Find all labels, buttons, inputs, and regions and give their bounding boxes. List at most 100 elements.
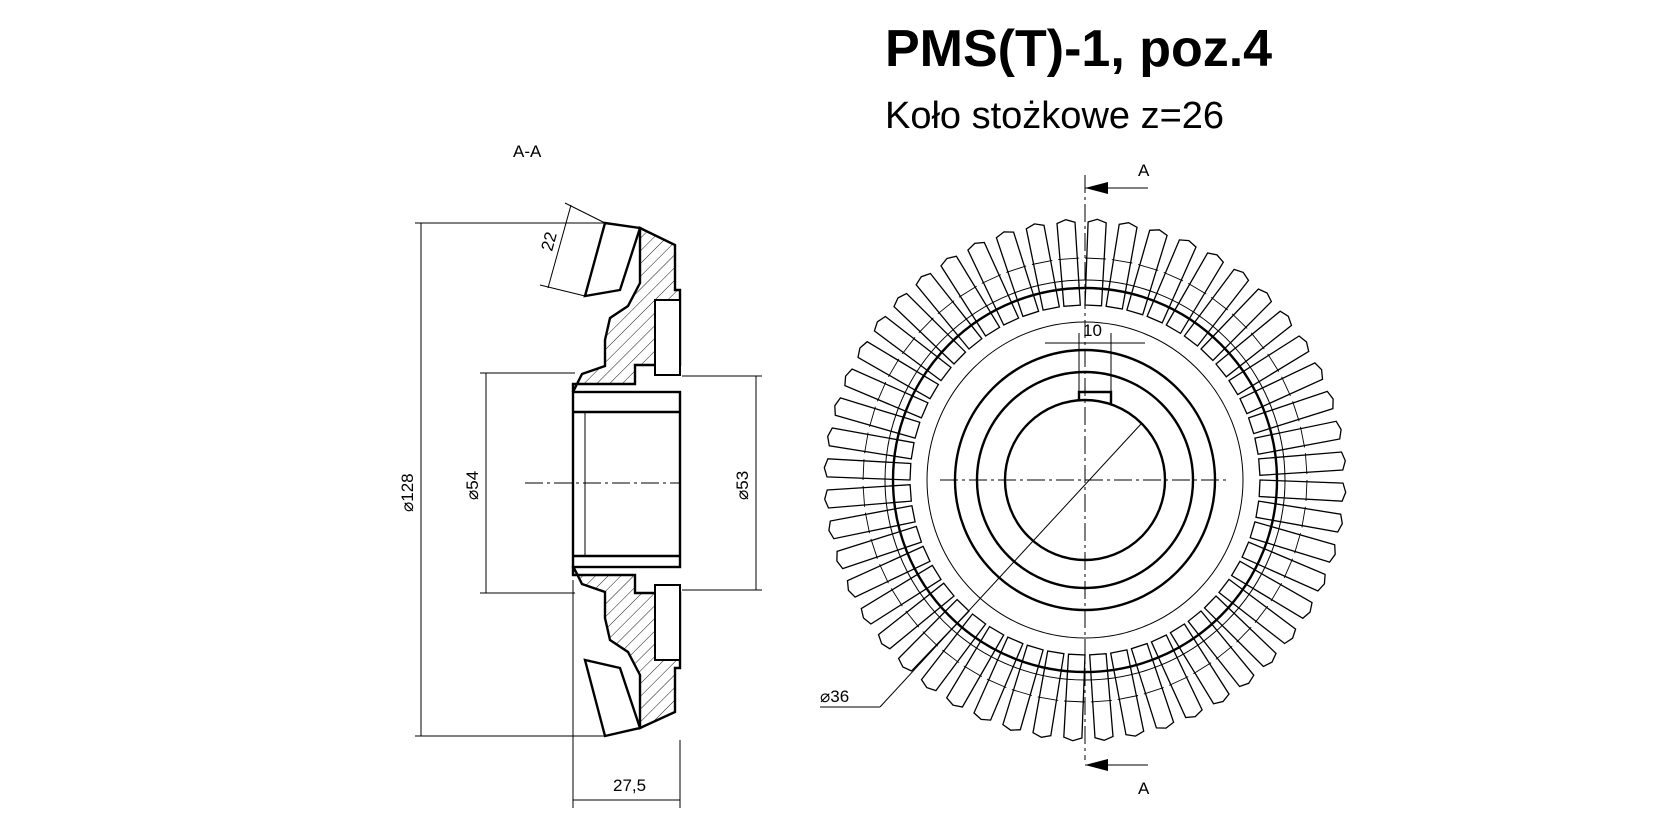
svg-text:⌀53: ⌀53 [733, 471, 752, 500]
gear-tooth-line [862, 459, 865, 481]
gear-tooth [827, 427, 915, 460]
section-upper-tooth [583, 221, 642, 298]
gear-tooth-line [1267, 353, 1280, 372]
gear-tooth-line [1231, 313, 1248, 329]
gear-tooth-line [901, 337, 916, 355]
gear-tooth-line [1090, 699, 1112, 703]
gear-tooth-line [1193, 662, 1212, 675]
gear-tooth-line [922, 631, 939, 647]
drawing-subtitle: Koło stożkowe z=26 [885, 95, 1224, 137]
gear-tooth [1032, 650, 1065, 738]
svg-text:⌀54: ⌀54 [463, 471, 482, 500]
gear-tooth-line [937, 300, 955, 315]
gear-tooth-line [1037, 696, 1059, 701]
gear-tooth-line [1300, 426, 1306, 448]
gear-tooth [1130, 642, 1175, 729]
gear-tooth-line [1250, 332, 1265, 350]
gear-tooth-line [1236, 626, 1252, 643]
section-marker-bottom: A [1085, 759, 1150, 798]
gear-tooth-line [1215, 645, 1233, 660]
section-upper-body [571, 226, 682, 393]
gear-tooth-line [1270, 582, 1282, 602]
dim-bore-diameter: ⌀36 [820, 423, 1142, 708]
gear-tooth-line [1281, 376, 1291, 396]
section-lower-recess [654, 584, 681, 661]
gear-tooth [1247, 390, 1334, 435]
gear-tooth-line [986, 678, 1007, 689]
gear-tooth-line [888, 358, 900, 378]
gear-tooth [1126, 229, 1168, 316]
gear-tooth [1025, 223, 1061, 311]
front-view: 10 ⌀36 A A [820, 161, 1347, 798]
gear-tooth-line [963, 665, 983, 677]
gear-tooth-line [1064, 700, 1086, 703]
svg-text:A: A [1138, 161, 1150, 180]
gear-tooth [1254, 420, 1342, 456]
gear-tooth-line [942, 649, 960, 664]
dim-tooth-width: 22 [538, 202, 606, 297]
gear-tooth-line [862, 485, 866, 507]
section-upper-recess [654, 299, 681, 376]
gear-tooth-line [1294, 532, 1301, 554]
gear-tooth-line [879, 564, 889, 584]
gear-tooth [834, 397, 921, 439]
gear-tooth-line [1187, 283, 1207, 295]
dim-keyway-width: 10 [1045, 321, 1145, 393]
svg-text:27,5: 27,5 [613, 776, 646, 795]
gear-teeth [823, 218, 1347, 742]
dim-outer-diameter: ⌀128 [398, 222, 605, 737]
keyway [1077, 390, 1113, 404]
dim-bore-right: ⌀53 [682, 375, 762, 591]
dim-overall-width: 27,5 [572, 580, 681, 808]
gear-tooth-line [1111, 259, 1133, 264]
gear-tooth-line [1254, 605, 1269, 623]
gear-tooth-line [1292, 401, 1300, 422]
gear-tooth-line [1006, 265, 1027, 273]
gear-tooth-line [1163, 271, 1184, 282]
gear-tooth [1063, 653, 1086, 742]
gear-tooth-line [981, 274, 1001, 284]
svg-text:A: A [1138, 779, 1150, 798]
svg-text:10: 10 [1083, 321, 1102, 340]
section-bore [571, 390, 682, 569]
gear-tooth-line [876, 381, 887, 402]
gear-tooth-line [864, 432, 869, 454]
gear-tooth [1258, 479, 1347, 502]
gear-tooth [1056, 219, 1081, 307]
gear-tooth [1084, 218, 1107, 307]
gear-tooth-line [864, 512, 870, 534]
gear-tooth [1002, 644, 1044, 731]
gear-tooth-line [918, 317, 934, 334]
gear-tooth [828, 504, 916, 540]
gear-tooth [1109, 649, 1145, 737]
section-lower-body [571, 565, 682, 730]
gear-tooth-line [1143, 687, 1164, 695]
gear-tooth-line [1117, 695, 1139, 701]
gear-tooth-line [1304, 453, 1308, 475]
gear-tooth-line [1210, 296, 1228, 311]
gear-tooth [995, 231, 1040, 318]
drawing-title: PMS(T)-1, poz.4 [885, 20, 1272, 78]
gear-tooth [824, 484, 912, 509]
gear-tooth-line [1137, 264, 1159, 271]
gear-tooth-line [1084, 257, 1106, 260]
gear-tooth-line [870, 538, 878, 559]
svg-text:⌀36: ⌀36 [820, 687, 849, 706]
gear-tooth [1258, 451, 1346, 476]
gear-tooth-line [1169, 676, 1189, 686]
section-view: A-A ⌀128 ⌀54 [398, 142, 762, 808]
section-marker-top: A [1085, 161, 1150, 194]
gear-tooth-line [1305, 479, 1308, 501]
gear-tooth-line [905, 610, 920, 628]
gear-tooth [1255, 500, 1343, 533]
gear-tooth-line [1011, 689, 1033, 696]
dim-bore-left: ⌀54 [463, 372, 575, 594]
svg-text:22: 22 [538, 230, 561, 253]
gear-tooth-line [958, 285, 977, 298]
gear-tooth-line [1301, 506, 1306, 528]
gear-tooth [1089, 653, 1114, 741]
section-label: A-A [513, 142, 542, 161]
gear-tooth [1105, 222, 1138, 310]
gear-tooth [836, 525, 923, 570]
